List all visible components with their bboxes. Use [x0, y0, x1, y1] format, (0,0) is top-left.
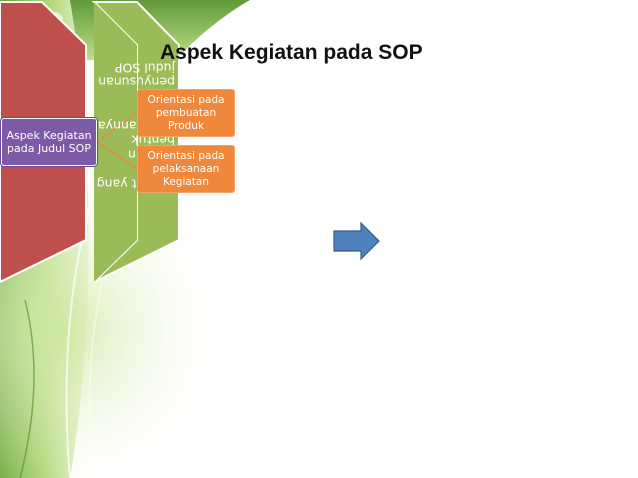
slide-title: Aspek Kegiatan pada SOP	[160, 41, 423, 64]
option-box-product: Orientasi pada pembuatan Produk	[137, 89, 235, 137]
right-arrow-icon[interactable]	[333, 222, 381, 262]
option-box-activity: Orientasi pada pelaksanaan Kegiatan	[137, 145, 235, 193]
center-topic-box: Aspek Kegiatan pada Judul SOP	[1, 118, 97, 166]
rotated-line: penyusunan	[98, 75, 175, 90]
